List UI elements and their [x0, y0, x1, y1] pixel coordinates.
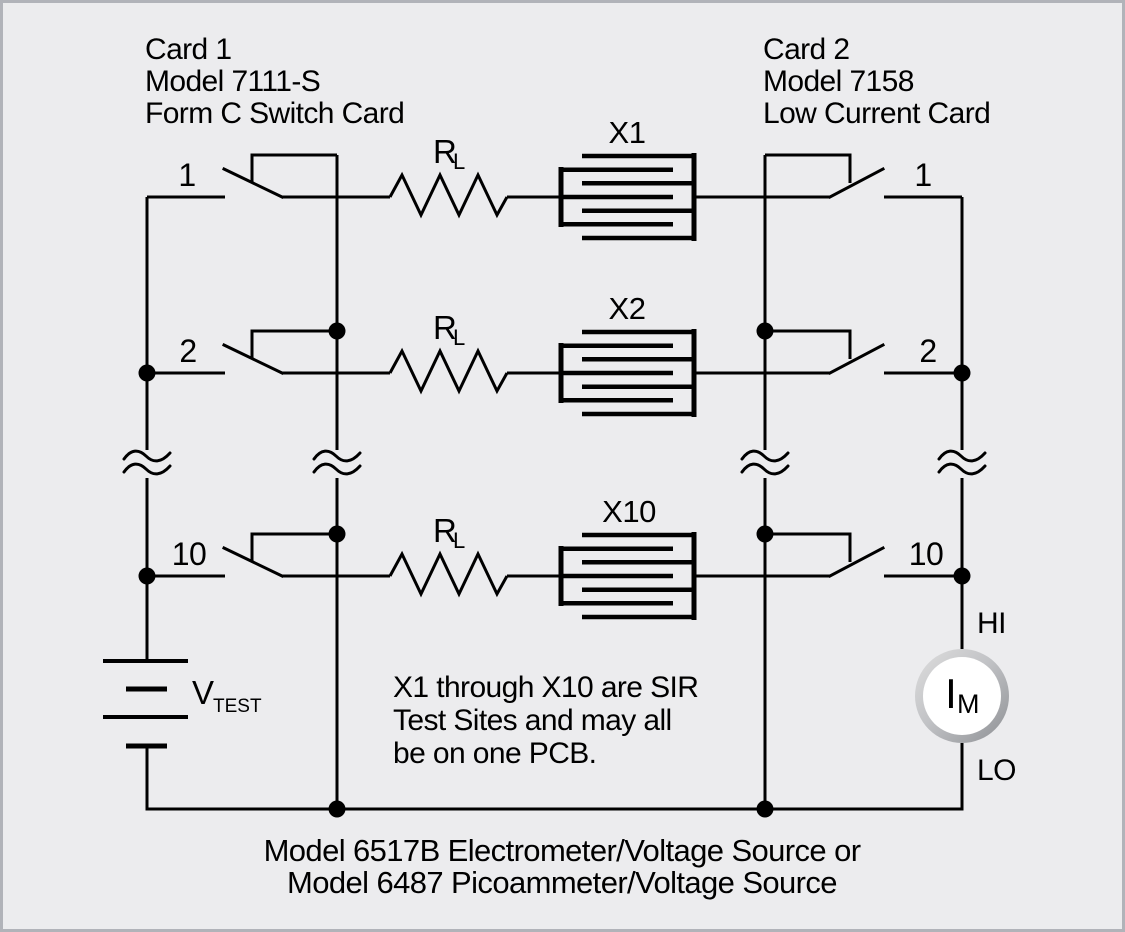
junction-dots	[138, 322, 971, 818]
right-terminal-label: 10	[909, 536, 944, 572]
junction-dot	[756, 525, 774, 543]
meter-label: I	[945, 670, 957, 717]
caption-line-2: Model 6487 Picoammeter/Voltage Source	[287, 865, 837, 900]
current-meter: I M	[915, 649, 1009, 743]
junction-dot	[953, 364, 971, 382]
note-line-2: Test Sites and may all	[393, 704, 672, 737]
card2-heading: Card 2 Model 7158 Low Current Card	[763, 33, 991, 130]
caption-line-1: Model 6517B Electrometer/Voltage Source …	[264, 833, 861, 868]
note-line-3: be on one PCB.	[393, 737, 596, 770]
battery-label-subscript: TEST	[213, 696, 262, 717]
left-terminal-label: 2	[179, 333, 196, 369]
card2-model: Model 7158	[763, 65, 914, 98]
card1-title: Card 1	[145, 33, 231, 66]
test-site-label: X10	[602, 494, 656, 529]
note-text: X1 through X10 are SIR Test Sites and ma…	[393, 671, 699, 770]
resistor-label: R	[433, 512, 457, 549]
source-caption: Model 6517B Electrometer/Voltage Source …	[264, 833, 862, 900]
junction-dot	[756, 322, 774, 340]
left-terminal-label: 1	[178, 157, 195, 193]
meter-label-subscript: M	[957, 689, 980, 719]
junction-dot	[138, 364, 156, 382]
junction-dot	[328, 322, 346, 340]
junction-dot	[328, 525, 346, 543]
test-site-label: X2	[609, 291, 646, 326]
card1-model: Model 7111-S	[145, 65, 320, 98]
battery-label: V	[192, 674, 214, 711]
junction-dot	[953, 567, 971, 585]
battery-symbol	[103, 659, 188, 749]
card2-title: Card 2	[763, 33, 849, 66]
junction-dot	[138, 567, 156, 585]
resistor-label-subscript: L	[453, 528, 465, 553]
note-line-1: X1 through X10 are SIR	[393, 671, 698, 704]
card1-heading: Card 1 Model 7111-S Form C Switch Card	[145, 33, 405, 130]
meter-face	[923, 657, 1001, 735]
meter-lo-label: LO	[977, 754, 1016, 787]
meter-hi-label: HI	[977, 607, 1006, 640]
junction-dot	[756, 800, 774, 818]
bus-lines	[145, 155, 964, 811]
test-site-label: X1	[609, 115, 646, 150]
right-terminal-label: 2	[919, 333, 936, 369]
resistor-label: R	[433, 133, 457, 170]
right-terminal-label: 1	[914, 157, 931, 193]
resistor-label-subscript: L	[453, 325, 465, 350]
left-terminal-label: 10	[172, 536, 207, 572]
return-lo-wire	[145, 743, 964, 811]
card1-type: Form C Switch Card	[145, 97, 404, 130]
card2-type: Low Current Card	[763, 97, 990, 130]
resistor-label-subscript: L	[453, 149, 465, 174]
resistor-label: R	[433, 309, 457, 346]
junction-dot	[328, 800, 346, 818]
